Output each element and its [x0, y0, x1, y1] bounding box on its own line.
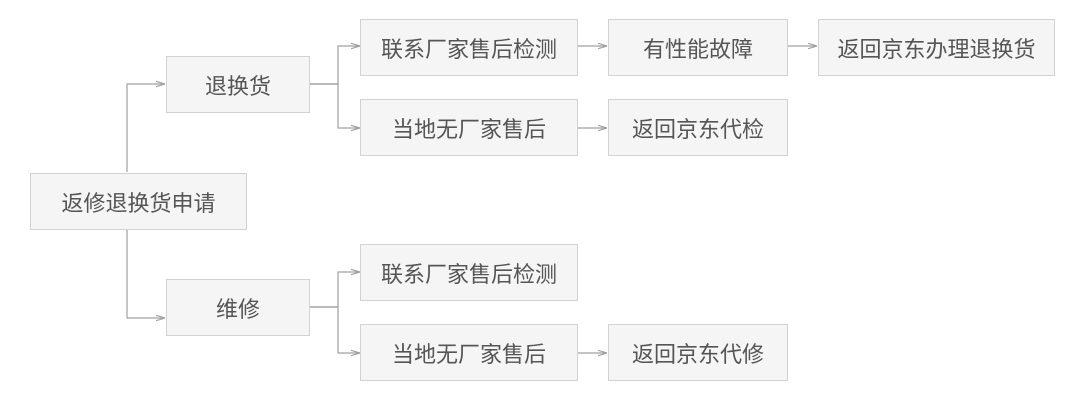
node-repair-no-local-service: 当地无厂家售后	[360, 324, 578, 381]
node-exchange-no-local-service: 当地无厂家售后	[360, 99, 578, 156]
node-performance-fault: 有性能故障	[608, 19, 788, 76]
link-exchange-local	[310, 83, 360, 128]
node-exchange-contact-inspection: 联系厂家售后检测	[360, 19, 578, 76]
link-repair-local	[310, 306, 360, 353]
node-repair: 维修	[166, 279, 310, 336]
node-return-jd-exchange: 返回京东办理退换货	[818, 19, 1055, 76]
node-repair-contact-inspection: 联系厂家售后检测	[360, 244, 578, 301]
node-exchange: 退换货	[166, 56, 310, 113]
node-return-jd-inspection: 返回京东代检	[608, 99, 788, 156]
link-exchange-contact	[310, 46, 360, 85]
node-return-jd-repair: 返回京东代修	[608, 324, 788, 381]
link-root-exchange	[126, 84, 165, 172]
link-repair-contact	[310, 272, 360, 308]
link-root-repair	[126, 230, 165, 318]
node-root: 返修退换货申请	[30, 173, 247, 230]
